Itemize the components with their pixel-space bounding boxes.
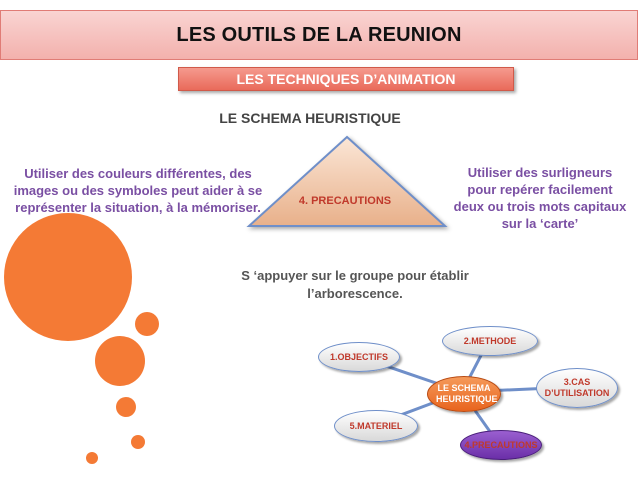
small-orange-circle: [135, 312, 159, 336]
node-cas: 3.CAS D’UTILISATION: [536, 368, 618, 408]
node-center-label: LE SCHEMA HEURISTIQUE: [436, 383, 498, 404]
page-title: LES OUTILS DE LA REUNION: [176, 23, 462, 46]
small-orange-circle-2: [116, 397, 136, 417]
node-cas-label: 3.CAS D’UTILISATION: [544, 377, 610, 398]
tiny-orange-circle-2: [86, 452, 98, 464]
node-methode-label: 2.METHODE: [463, 335, 517, 346]
node-materiel: 5.MATERIEL: [334, 410, 418, 442]
right-tip-text: Utiliser des surligneurs pour repérer fa…: [453, 165, 627, 231]
node-precautions: 4.PRECAUTIONS: [460, 430, 542, 460]
precautions-triangle: [246, 135, 448, 227]
subtitle-box: LES TECHNIQUES D’ANIMATION: [178, 67, 514, 91]
triangle-label: 4. PRECAUTIONS: [298, 195, 392, 207]
node-methode: 2.METHODE: [442, 326, 538, 356]
node-objectifs-label: 1.OBJECTIFS: [329, 351, 388, 362]
node-precautions-label: 4.PRECAUTIONS: [464, 439, 538, 450]
left-tip-text: Utiliser des couleurs différentes, des i…: [13, 166, 263, 215]
node-objectifs: 1.OBJECTIFS: [318, 342, 400, 372]
node-center: LE SCHEMA HEURISTIQUE: [427, 376, 501, 412]
page-subtitle: LES TECHNIQUES D’ANIMATION: [236, 71, 456, 87]
node-materiel-label: 5.MATERIEL: [349, 420, 403, 431]
title-bar: LES OUTILS DE LA REUNION: [0, 10, 638, 60]
section-heading: LE SCHEMA HEURISTIQUE: [219, 110, 401, 126]
large-orange-circle: [4, 213, 132, 341]
middle-tip-text: S ‘appuyer sur le groupe pour établir l’…: [241, 268, 469, 301]
tiny-orange-circle: [131, 435, 145, 449]
medium-orange-circle: [95, 336, 145, 386]
